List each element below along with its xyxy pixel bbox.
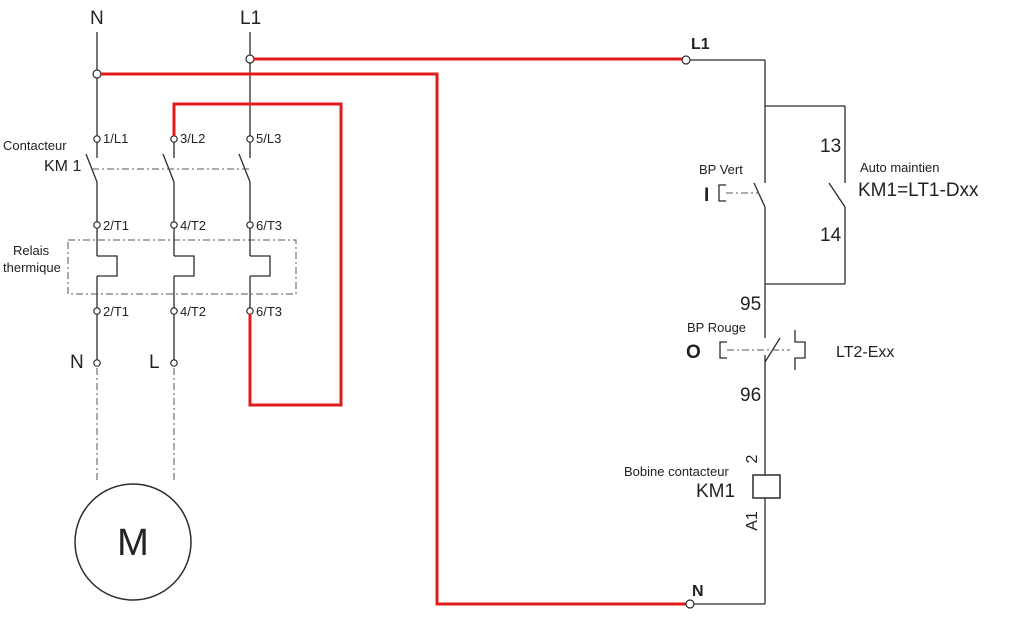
- bp-rouge-label: BP Rouge: [687, 320, 746, 335]
- phase-3: [238, 142, 271, 308]
- thermal-element-1: [97, 255, 118, 277]
- bp-rouge-button-icon: [719, 341, 727, 359]
- terminal-node-l1: [245, 54, 255, 64]
- auto-maintien-contact: [828, 182, 846, 208]
- terminals: [92, 54, 255, 367]
- km1-reference: KM1=LT1-Dxx: [858, 180, 979, 201]
- terminal-label: 2/T1: [103, 304, 129, 319]
- control-l1-label: L1: [691, 36, 710, 53]
- terminal-label: 1/L1: [103, 131, 128, 146]
- contact-95-label: 95: [740, 294, 761, 315]
- terminal-label: 5/L3: [256, 131, 281, 146]
- supply-l1-label: L1: [240, 8, 261, 29]
- terminal-label: 4/T2: [180, 304, 206, 319]
- terminal-label: 2/T1: [103, 218, 129, 233]
- contact-14-label: 14: [820, 225, 842, 246]
- contact-96-label: 96: [740, 385, 761, 406]
- motor-input-n: N: [70, 352, 84, 373]
- supply-n-label: N: [90, 8, 104, 29]
- bp-vert-contact: [753, 182, 766, 208]
- coil-name: KM1: [696, 481, 735, 502]
- control-n-label: N: [692, 583, 704, 600]
- motor: [74, 483, 192, 601]
- bp-vert-label: BP Vert: [699, 162, 743, 177]
- bp-vert-button-icon: [718, 184, 726, 202]
- power-circuit: N L1: [3, 8, 297, 601]
- contactor-coil: [752, 474, 781, 499]
- terminal-label: 6/T3: [256, 304, 282, 319]
- lt2-reference: LT2-Exx: [836, 344, 894, 361]
- control-circuit: L1 BP Vert I 13 14 Auto maintien KM1=LT1…: [624, 36, 979, 609]
- terminal-label: 6/T3: [256, 218, 282, 233]
- contactor-switch-1: [85, 153, 98, 183]
- bp-rouge-symbol: O: [686, 342, 701, 363]
- terminal-label: 4/T2: [180, 218, 206, 233]
- coil-terminal-a1: A1: [744, 511, 761, 531]
- contactor-switch-2: [162, 153, 175, 183]
- phase-2: [162, 142, 195, 360]
- contactor-label: Contacteur: [3, 138, 67, 153]
- relay-label-line2: thermique: [3, 260, 61, 275]
- auto-maintien-label: Auto maintien: [860, 160, 940, 175]
- coil-label: Bobine contacteur: [624, 464, 729, 479]
- contact-13-label: 13: [820, 136, 841, 157]
- thermal-element-3: [250, 255, 271, 277]
- terminal-node-n: [92, 69, 102, 79]
- control-l1-terminal: [681, 55, 691, 65]
- thermal-reset-icon: [794, 330, 806, 370]
- motor-label: M: [117, 522, 149, 564]
- control-n-terminal: [685, 599, 695, 609]
- red-wire-loop: [172, 102, 343, 407]
- thermal-relay-box: [67, 239, 297, 295]
- thermal-element-2: [174, 255, 195, 277]
- terminal-label: 3/L2: [180, 131, 205, 146]
- bp-vert-symbol: I: [704, 185, 709, 206]
- phase-1: [85, 142, 118, 360]
- red-wire-neutral: [101, 72, 686, 606]
- coil-terminal-2: 2: [744, 454, 761, 463]
- highlight-wires: [101, 57, 686, 606]
- contactor-switch-3: [238, 153, 251, 183]
- relay-label-line1: Relais: [13, 243, 50, 258]
- motor-input-l: L: [149, 352, 160, 373]
- contactor-name: KM 1: [44, 158, 81, 175]
